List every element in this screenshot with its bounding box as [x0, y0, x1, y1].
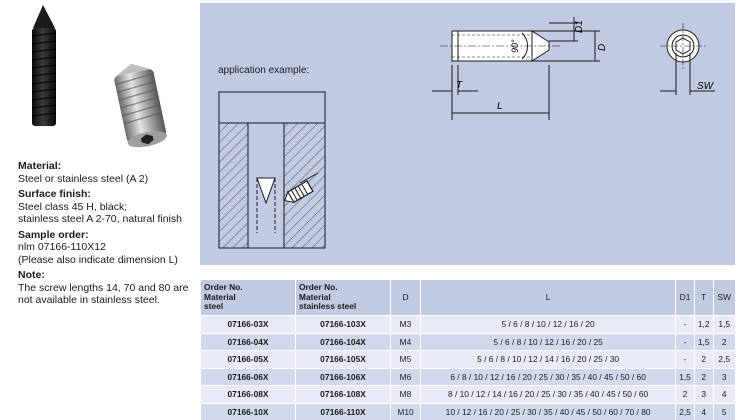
header-d: D — [390, 280, 421, 316]
header-l: L — [419, 280, 676, 316]
header-sw: SW — [712, 280, 735, 316]
note-line-2: not available in stainless steel. — [18, 294, 160, 306]
table-row: 07166-03X 07166-103X M3 5 / 6 / 8 / 10 /… — [200, 315, 735, 333]
angle-label: 90° — [510, 39, 520, 53]
table-row: 07166-06X 07166-106X M6 6 / 8 / 10 / 12 … — [200, 367, 735, 386]
dimension-l: L — [497, 101, 503, 112]
dimension-t: T — [456, 80, 463, 91]
screw-side-view — [432, 17, 600, 120]
table-row: 07166-04X 07166-104X M4 5 / 6 / 8 / 10 /… — [200, 332, 735, 351]
header-order-steel: Order No. Material steel — [200, 280, 296, 316]
sample-order-line-2: (Please also indicate dimension L) — [18, 253, 178, 266]
material-heading: Material: — [18, 160, 62, 172]
header-d1: D1 — [675, 280, 695, 316]
specifications-block: Material: Steel or stainless steel (A 2)… — [18, 160, 198, 307]
specification-table: Order No. Material steel Order No. Mater… — [200, 280, 735, 420]
surface-finish-line-2: stainless steel A 2-70, natural finish — [18, 213, 183, 225]
header-t: T — [693, 280, 713, 316]
table-header-row: Order No. Material steel Order No. Mater… — [200, 280, 735, 316]
screw-end-view — [660, 23, 715, 95]
application-example-label: application example: — [218, 65, 310, 76]
material-text: Steel or stainless steel (A 2) — [18, 172, 149, 185]
dimension-d: D — [597, 44, 608, 51]
table-row: 07166-08X 07166-108X M8 8 / 10 / 12 / 14… — [200, 385, 735, 403]
dimension-sw: SW — [697, 81, 715, 92]
table-row: 07166-05X 07166-105X M5 5 / 6 / 8 / 10 /… — [200, 350, 735, 368]
note-heading: Note: — [18, 269, 45, 281]
product-photos — [31, 5, 167, 148]
stainless-screw-photo — [114, 63, 167, 148]
dimension-d1: D1 — [574, 20, 585, 33]
note-line-1: The screw lengths 14, 70 and 80 are — [18, 281, 189, 294]
application-example-drawing — [218, 91, 326, 249]
surface-finish-heading: Surface finish: — [18, 188, 91, 200]
table-row: 07166-10X 07166-110X M10 10 / 12 / 16 / … — [200, 402, 735, 420]
sample-order-line-1: nlm 07166-110X12 — [18, 241, 106, 253]
technical-drawing: D1 D 90° T L SW — [218, 17, 715, 249]
sample-order-heading: Sample order: — [18, 228, 89, 241]
header-order-stainless: Order No. Material stainless steel — [295, 280, 391, 316]
technical-drawing-panel: application example: — [200, 3, 735, 265]
black-steel-screw-photo — [31, 5, 57, 126]
surface-finish-line-1: Steel class 45 H, black; — [18, 200, 128, 213]
